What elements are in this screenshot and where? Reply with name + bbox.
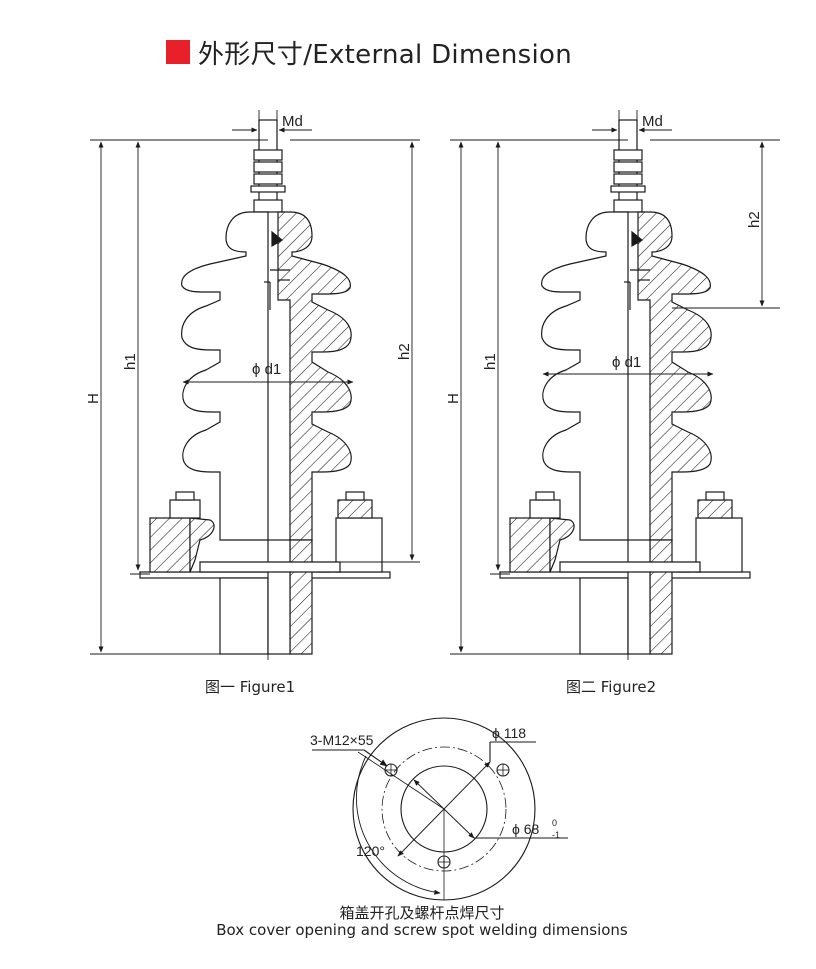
screw-spec-label: 3-M12×55: [310, 732, 374, 748]
fig1-h-label: H: [85, 393, 102, 404]
fig1-d1-label: ϕ d1: [252, 361, 281, 378]
fig2-h1-label: h1: [482, 353, 499, 370]
angle-label: 120°: [356, 843, 385, 859]
box-cover-drawing: [312, 717, 568, 901]
fig1-h1-label: h1: [122, 353, 139, 370]
red-square-icon: [166, 40, 190, 64]
fig1-md-label: Md: [282, 113, 303, 130]
figure-2-caption: 图二 Figure2: [566, 678, 657, 696]
inner-tolerance-lower: -1: [552, 830, 560, 840]
figure-2: Md ϕ d1 H h1 h2: [445, 110, 780, 661]
section-title: 外形尺寸/External Dimension: [166, 36, 572, 70]
fig2-h2-label: h2: [746, 211, 763, 228]
fig1-h2-label: h2: [396, 343, 413, 360]
fig2-h-label: H: [445, 393, 462, 404]
title-text: 外形尺寸/External Dimension: [198, 39, 572, 70]
fig2-md-label: Md: [642, 113, 663, 130]
inner-diameter-label: ϕ 68: [512, 821, 540, 837]
inner-tolerance-upper: 0: [552, 818, 557, 828]
box-cover-caption-cn: 箱盖开孔及螺杆点焊尺寸: [339, 904, 505, 922]
figure-1-caption: 图一 Figure1: [205, 678, 296, 696]
figure-1: Md ϕ d1 H h1 h2: [85, 110, 420, 661]
box-cover-caption-en: Box cover opening and screw spot welding…: [216, 921, 628, 939]
fig2-d1-label: ϕ d1: [612, 354, 641, 371]
outer-diameter-label: ϕ 118: [492, 725, 526, 741]
